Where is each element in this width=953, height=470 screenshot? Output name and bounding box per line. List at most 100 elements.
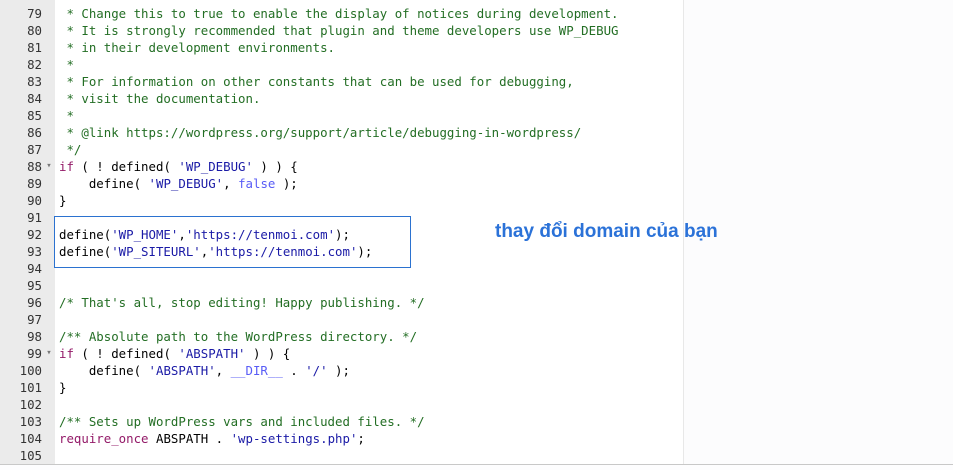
- code-line[interactable]: 103/** Sets up WordPress vars and includ…: [0, 413, 953, 430]
- code-token: /** Sets up WordPress vars and included …: [59, 414, 425, 429]
- code-line[interactable]: 90}: [0, 192, 953, 209]
- code-token: if: [59, 346, 74, 361]
- code-token: * visit the documentation.: [59, 91, 261, 106]
- code-line[interactable]: 87 */: [0, 141, 953, 158]
- code-line[interactable]: 81 * in their development environments.: [0, 39, 953, 56]
- code-line[interactable]: 83 * For information on other constants …: [0, 73, 953, 90]
- code-text: *: [59, 107, 73, 124]
- code-token: ,: [178, 227, 186, 242]
- code-lines[interactable]: 79 * Change this to true to enable the d…: [0, 5, 953, 464]
- code-line[interactable]: 98/** Absolute path to the WordPress dir…: [0, 328, 953, 345]
- code-token: define(: [59, 363, 149, 378]
- highlight-box: [54, 216, 411, 268]
- code-token: 'https://tenmoi.com': [185, 227, 336, 242]
- code-line[interactable]: 86 * @link https://wordpress.org/support…: [0, 124, 953, 141]
- code-token: );: [327, 363, 350, 378]
- code-line[interactable]: 84 * visit the documentation.: [0, 90, 953, 107]
- line-number: 104: [19, 431, 42, 446]
- code-text: define('WP_SITEURL','https://tenmoi.com'…: [59, 243, 372, 260]
- code-token: define(: [59, 176, 149, 191]
- line-number: 86: [27, 125, 42, 140]
- code-line[interactable]: 105: [0, 447, 953, 464]
- code-text: if ( ! defined( 'WP_DEBUG' ) ) {: [59, 158, 298, 175]
- code-text: */: [59, 141, 81, 158]
- code-line[interactable]: 85 *: [0, 107, 953, 124]
- code-token: ) ) {: [252, 159, 298, 174]
- code-token: * in their development environments.: [59, 40, 336, 55]
- code-text: * @link https://wordpress.org/support/ar…: [59, 124, 581, 141]
- code-line[interactable]: 93 define('WP_SITEURL','https://tenmoi.co…: [0, 243, 953, 260]
- line-number: 91: [27, 210, 42, 225]
- code-text: /* That's all, stop editing! Happy publi…: [59, 294, 425, 311]
- code-line[interactable]: 102: [0, 396, 953, 413]
- code-text: * For information on other constants tha…: [59, 73, 573, 90]
- code-token: ( ! defined(: [73, 159, 179, 174]
- code-token: false: [238, 176, 276, 191]
- annotation-label: thay đổi domain của bạn: [495, 221, 718, 242]
- code-line[interactable]: 95: [0, 277, 953, 294]
- print-margin-line: [683, 0, 684, 464]
- code-token: ;: [357, 431, 365, 446]
- code-line[interactable]: 94: [0, 260, 953, 277]
- code-token: 'ABSPATH': [148, 363, 216, 378]
- code-line[interactable]: 104 require_once ABSPATH . 'wp-settings.p…: [0, 430, 953, 447]
- code-token: 'WP_SITEURL': [111, 244, 201, 259]
- code-line[interactable]: 91: [0, 209, 953, 226]
- code-text: define('WP_HOME','https://tenmoi.com');: [59, 226, 350, 243]
- code-line[interactable]: 99▾if ( ! defined( 'ABSPATH' ) ) {: [0, 345, 953, 362]
- line-number: 105: [19, 448, 42, 463]
- line-number: 93: [27, 244, 42, 259]
- line-number: 90: [27, 193, 42, 208]
- code-token: 'WP_DEBUG': [178, 159, 253, 174]
- code-line[interactable]: 82 *: [0, 56, 953, 73]
- line-number: 94: [27, 261, 42, 276]
- code-text: * in their development environments.: [59, 39, 335, 56]
- code-line[interactable]: 96 /* That's all, stop editing! Happy pub…: [0, 294, 953, 311]
- code-text: require_once ABSPATH . 'wp-settings.php'…: [59, 430, 365, 447]
- code-token: /* That's all, stop editing! Happy publi…: [59, 295, 425, 310]
- code-token: *: [59, 57, 74, 72]
- code-line[interactable]: 100 define( 'ABSPATH', __DIR__ . '/' );: [0, 362, 953, 379]
- code-line[interactable]: 80 * It is strongly recommended that plu…: [0, 22, 953, 39]
- line-number: 89: [27, 176, 42, 191]
- code-line[interactable]: 97: [0, 311, 953, 328]
- code-line[interactable]: 101}: [0, 379, 953, 396]
- code-token: ( ! defined(: [73, 346, 179, 361]
- code-token: .: [282, 363, 306, 378]
- code-line[interactable]: 79 * Change this to true to enable the d…: [0, 5, 953, 22]
- line-number: 99: [27, 346, 42, 361]
- code-token: 'https://tenmoi.com': [208, 244, 358, 259]
- code-line[interactable]: 88 ▾ if ( ! defined( 'WP_DEBUG' ) ) {: [0, 158, 953, 175]
- code-text: /** Absolute path to the WordPress direc…: [59, 328, 417, 345]
- line-number: 81: [27, 40, 42, 55]
- line-number: 100: [19, 363, 42, 378]
- line-number: 95: [27, 278, 42, 293]
- code-text: }: [59, 192, 66, 209]
- line-number: 85: [27, 108, 42, 123]
- code-token: }: [59, 193, 67, 208]
- line-number: 79: [27, 6, 42, 21]
- code-text: define( 'WP_DEBUG', false );: [59, 175, 298, 192]
- code-token: */: [59, 142, 82, 157]
- fold-toggle-icon[interactable]: ▾: [46, 348, 52, 358]
- line-number: 97: [27, 312, 42, 327]
- code-token: 'WP_HOME': [111, 227, 179, 242]
- code-text: * visit the documentation.: [59, 90, 260, 107]
- code-token: if: [59, 159, 74, 174]
- code-token: ,: [223, 176, 239, 191]
- code-token: define(: [59, 244, 112, 259]
- code-token: );: [357, 244, 373, 259]
- code-text: /** Sets up WordPress vars and included …: [59, 413, 425, 430]
- fold-toggle-icon[interactable]: ▾: [46, 161, 52, 171]
- line-number: 83: [27, 74, 42, 89]
- code-token: 'WP_DEBUG': [148, 176, 224, 191]
- line-number: 101: [19, 380, 42, 395]
- code-line[interactable]: 89 define( 'WP_DEBUG', false );: [0, 175, 953, 192]
- code-text: * Change this to true to enable the disp…: [59, 5, 618, 22]
- line-number: 96: [27, 295, 42, 310]
- line-number: 102: [19, 397, 42, 412]
- line-number-gutter: [0, 0, 55, 464]
- line-number: 88: [27, 159, 42, 174]
